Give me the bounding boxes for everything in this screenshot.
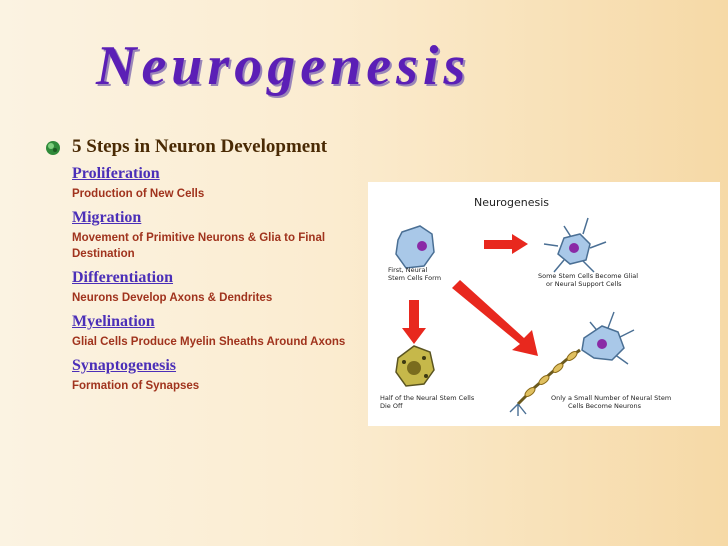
step-proliferation: Proliferation Production of New Cells — [72, 164, 364, 202]
step-title: Proliferation — [72, 165, 160, 182]
step-synaptogenesis: Synaptogenesis Formation of Synapses — [72, 356, 364, 394]
glial-cell-icon — [543, 217, 607, 273]
green-sphere-bullet-icon — [46, 141, 60, 155]
arrow-right-icon — [484, 234, 528, 254]
label-glial-cells: or Neural Support Cells — [546, 280, 622, 288]
step-title: Synaptogenesis — [72, 357, 177, 374]
diagram-title: Neurogenesis — [474, 196, 549, 209]
arrows — [402, 234, 538, 356]
label-glial-cells: Some Stem Cells Become Glial — [538, 272, 638, 280]
step-description: Formation of Synapses — [72, 380, 200, 392]
step-description: Neurons Develop Axons & Dendrites — [72, 292, 273, 304]
label-stem-cells-die: Die Off — [380, 402, 403, 410]
bullet-item: 5 Steps in Neuron Development — [44, 135, 364, 158]
slide-title: Neurogenesis — [96, 35, 471, 97]
label-become-neurons: Only a Small Number of Neural Stem — [551, 394, 671, 402]
stem-cell-icon — [395, 225, 435, 269]
label-become-neurons: Cells Become Neurons — [568, 402, 642, 410]
step-title: Myelination — [72, 313, 155, 330]
arrow-diagonal-icon — [452, 280, 538, 356]
step-description: Production of New Cells — [72, 188, 205, 200]
arrow-down-icon — [402, 300, 426, 344]
step-title: Differentiation — [72, 269, 174, 286]
neuron-icon — [509, 311, 635, 416]
step-description: Movement of Primitive Neurons & Glia to … — [72, 232, 326, 260]
label-first-stem-cells: Stem Cells Form — [388, 274, 441, 282]
step-description: Glial Cells Produce Myelin Sheaths Aroun… — [72, 336, 346, 348]
label-stem-cells-die: Half of the Neural Stem Cells — [380, 394, 475, 402]
dying-cell-icon — [395, 345, 435, 387]
step-title: Migration — [72, 209, 142, 226]
steps-heading: 5 Steps in Neuron Development — [72, 136, 328, 157]
step-migration: Migration Movement of Primitive Neurons … — [72, 208, 364, 262]
label-first-stem-cells: First, Neural — [388, 266, 427, 274]
step-myelination: Myelination Glial Cells Produce Myelin S… — [72, 312, 364, 350]
step-list: 5 Steps in Neuron Development Proliferat… — [44, 135, 364, 394]
step-differentiation: Differentiation Neurons Develop Axons & … — [72, 268, 364, 306]
neurogenesis-diagram: Neurogenesis — [368, 182, 720, 426]
